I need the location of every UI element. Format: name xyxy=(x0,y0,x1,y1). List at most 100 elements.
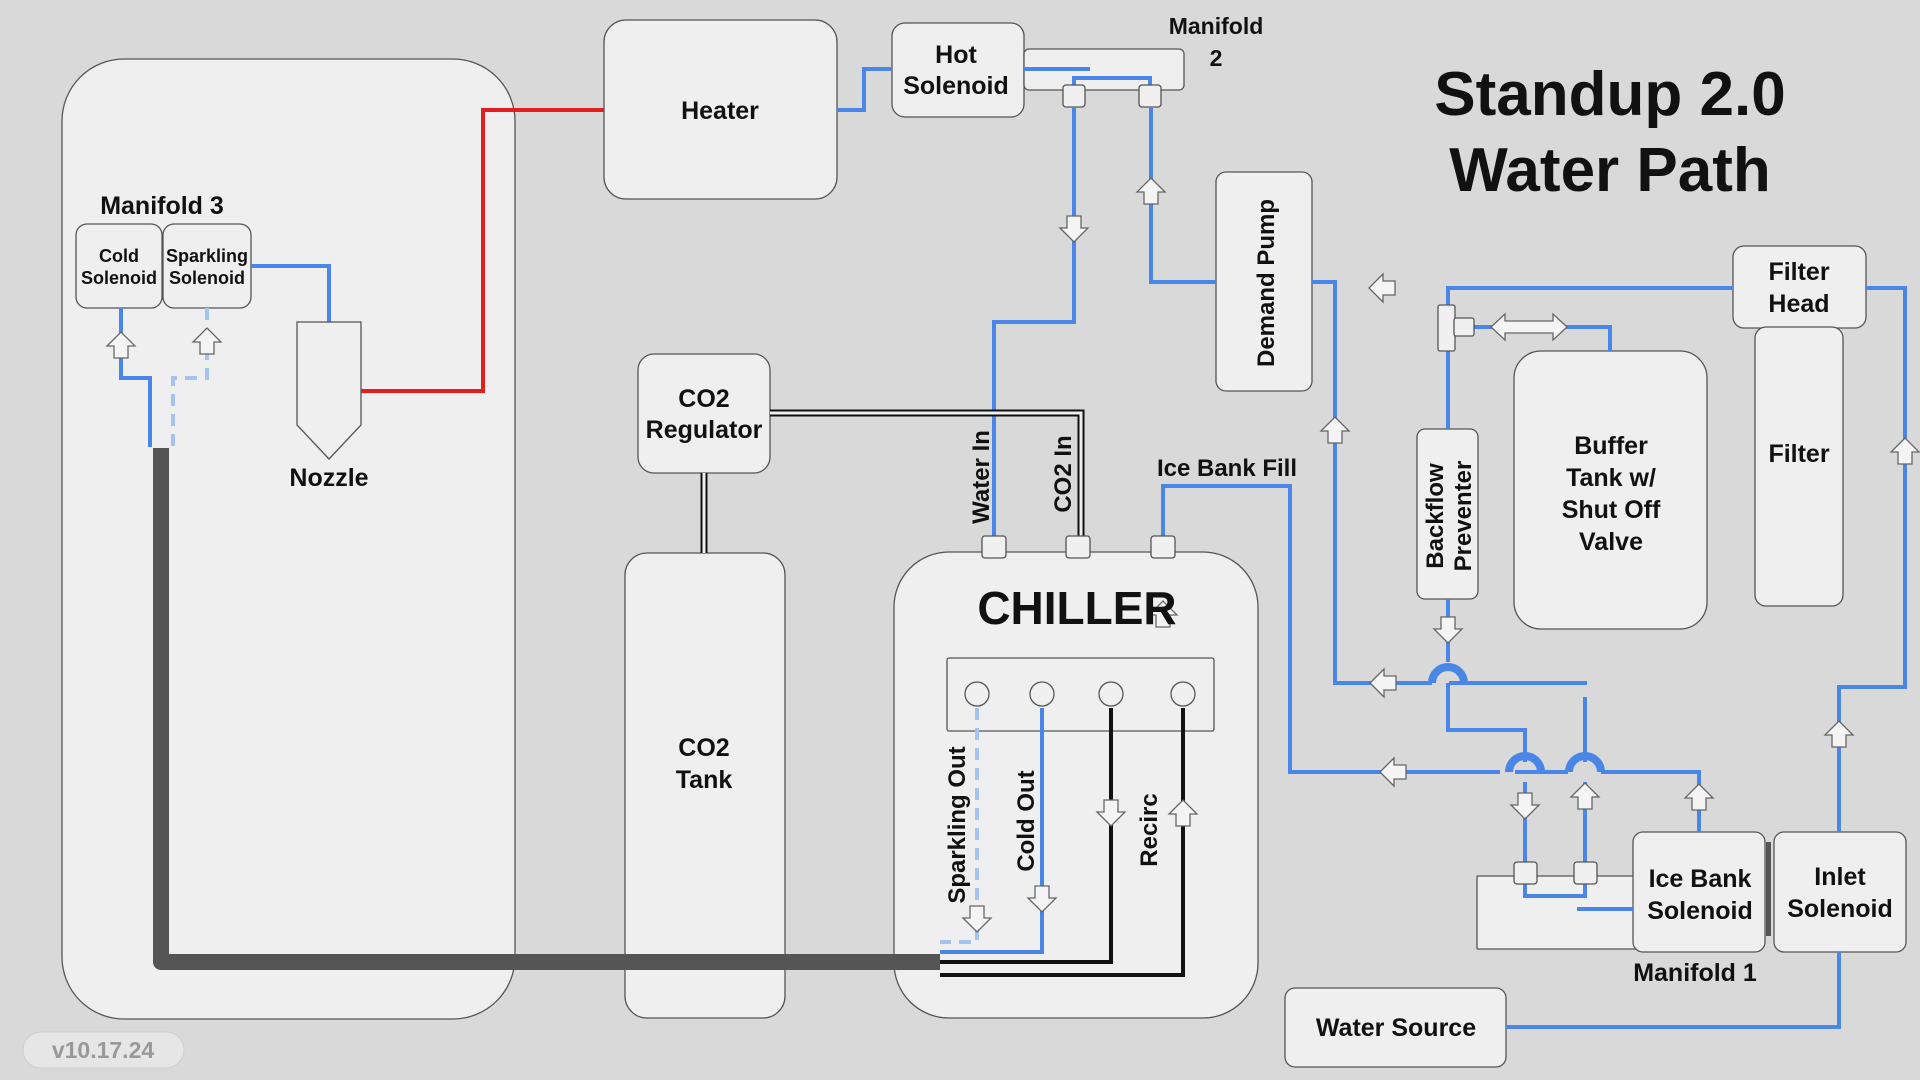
flow-arrow-up-demand-pump xyxy=(1135,177,1167,205)
manifold-1-label: Manifold 1 xyxy=(1633,959,1757,987)
flow-arrow-up-ice-bank-solenoid xyxy=(1683,783,1715,811)
inlet-solenoid-label-line-2: Solenoid xyxy=(1787,895,1893,923)
recirc-out-port xyxy=(1098,681,1124,707)
flow-arrow-up-pump-inlet xyxy=(1319,416,1351,444)
sparkling-solenoid-feed-line xyxy=(171,308,209,447)
flow-arrow-left-ice-bank xyxy=(1379,756,1407,788)
inlet-to-filter-line xyxy=(1837,286,1907,832)
water-in-label: Water In xyxy=(968,430,995,524)
flow-arrow-down-manifold-1 xyxy=(1509,792,1541,820)
buffer-tank-label-line-2: Tank w/ xyxy=(1566,464,1656,492)
heater-label: Heater xyxy=(681,97,759,125)
co2-gas-line xyxy=(770,409,1085,543)
co2-regulator-box xyxy=(637,353,771,474)
backflow-preventer-label-line-2: Preventer xyxy=(1450,461,1477,572)
manifold-1-port-right xyxy=(1573,861,1598,885)
flow-arrow-down-cold-out xyxy=(1026,885,1058,913)
inlet-solenoid-box xyxy=(1773,831,1907,953)
flow-arrow-bidirectional-buffer xyxy=(1490,312,1568,342)
flow-arrow-up-inlet xyxy=(1823,720,1855,748)
flow-arrow-left-filter-head xyxy=(1368,272,1396,304)
buffer-tank-label-line-3: Shut Off xyxy=(1562,496,1661,524)
backflow-to-manifold-1-line xyxy=(1446,683,1527,762)
filter-head-label-line-1: Filter xyxy=(1768,258,1829,286)
buffer-tank-label-line-4: Valve xyxy=(1579,528,1643,556)
recirc-in-port xyxy=(1170,681,1196,707)
water-source-line xyxy=(1506,952,1841,1029)
manifold-2-port-right xyxy=(1138,84,1162,108)
ice-bank-solenoid-label-line-1: Ice Bank xyxy=(1649,865,1752,893)
cold-out-port xyxy=(1029,681,1055,707)
flow-arrow-left-crossover xyxy=(1369,667,1397,699)
flow-arrow-up-ice-bank-fill xyxy=(1147,600,1179,628)
manifold-2-label-line-2: 2 xyxy=(1210,45,1223,71)
cold-solenoid-label-line-1: Cold xyxy=(99,246,139,266)
nozzle-label: Nozzle xyxy=(289,464,368,492)
water-in-line xyxy=(992,108,1076,543)
ice-bank-solenoid-label-line-2: Solenoid xyxy=(1647,897,1753,925)
sparkling-out-port xyxy=(964,681,990,707)
backflow-preventer-label-line-1: Backflow xyxy=(1422,463,1449,569)
flow-arrow-up-filter xyxy=(1889,437,1920,465)
manifold-1-internal-line xyxy=(1523,884,1587,898)
filter-head-label-line-2: Head xyxy=(1768,290,1829,318)
cold-out-line xyxy=(940,708,1044,954)
co2-tank-label-line-1: CO2 xyxy=(678,734,729,762)
water-in-port xyxy=(981,535,1007,559)
buffer-tank-label-line-1: Buffer xyxy=(1574,432,1648,460)
heater-to-hot-solenoid-line xyxy=(837,67,892,112)
co2-in-port xyxy=(1065,535,1091,559)
manifold-1-body xyxy=(1476,875,1638,950)
sparkling-solenoid-label-line-2: Solenoid xyxy=(169,268,245,288)
hot-solenoid-box xyxy=(891,22,1025,118)
recirc-label: Recirc xyxy=(1136,793,1163,866)
cold-solenoid-box xyxy=(75,223,163,309)
co2-regulator-label-line-1: CO2 xyxy=(678,385,729,413)
water-source-label: Water Source xyxy=(1316,1014,1476,1042)
demand-pump-inlet-line xyxy=(1312,280,1432,685)
flow-arrow-down-water-in xyxy=(1058,215,1090,243)
version-label: v10.17.24 xyxy=(52,1037,155,1063)
filter-box xyxy=(1754,326,1844,607)
recirc-out-line xyxy=(940,708,1113,964)
cold-out-label: Cold Out xyxy=(1013,770,1040,871)
hot-solenoid-label-line-1: Hot xyxy=(935,41,977,69)
sparkling-solenoid-to-nozzle-line xyxy=(251,264,331,322)
nozzle-shape xyxy=(296,321,362,460)
diagram-title-line-2: Water Path xyxy=(1449,136,1771,205)
demand-pump-label: Demand Pump xyxy=(1253,199,1280,367)
manifold-1-port-left xyxy=(1513,861,1538,885)
demand-pump-outlet-line xyxy=(1149,108,1216,284)
crossover-hump-upper xyxy=(1428,663,1468,684)
flow-arrow-up-recirc xyxy=(1167,799,1199,827)
co2-regulator-label-line-2: Regulator xyxy=(646,416,763,444)
sparkling-solenoid-box xyxy=(162,223,252,309)
trunk-line xyxy=(153,448,940,970)
flow-arrow-down-backflow xyxy=(1432,616,1464,644)
version-badge xyxy=(22,1031,185,1069)
diagram-title-line-1: Standup 2.0 xyxy=(1434,60,1785,129)
chiller-label: CHILLER xyxy=(977,582,1176,634)
flow-arrow-up-sparkling-solenoid xyxy=(191,327,223,355)
sparkling-out-label: Sparkling Out xyxy=(944,746,971,903)
manifold-crossover-line xyxy=(1449,681,1587,685)
flow-arrow-down-recirc xyxy=(1095,799,1127,827)
flow-arrow-down-sparkling-out xyxy=(961,905,993,933)
manifold-3-label: Manifold 3 xyxy=(100,192,224,220)
flow-arrow-up-cold-solenoid xyxy=(105,331,137,359)
co2-in-label: CO2 In xyxy=(1050,435,1077,512)
ice-bank-solenoid-feed-line xyxy=(1601,770,1701,832)
manifold-2-label-line-1: Manifold xyxy=(1169,13,1264,39)
filter-label: Filter xyxy=(1768,440,1829,468)
ice-bank-fill-port xyxy=(1150,535,1176,559)
tee-fitting xyxy=(1437,304,1456,352)
crossover-hump-left xyxy=(1505,752,1545,773)
hot-solenoid-label-line-2: Solenoid xyxy=(903,72,1009,100)
tee-branch xyxy=(1453,317,1475,337)
filter-head-to-backflow-line xyxy=(1446,286,1733,429)
co2-tank-label-line-2: Tank xyxy=(676,766,733,794)
flow-arrow-up-manifold-1 xyxy=(1569,782,1601,810)
ice-bank-fill-line xyxy=(1161,484,1500,774)
crossover-hump-right xyxy=(1565,752,1605,773)
